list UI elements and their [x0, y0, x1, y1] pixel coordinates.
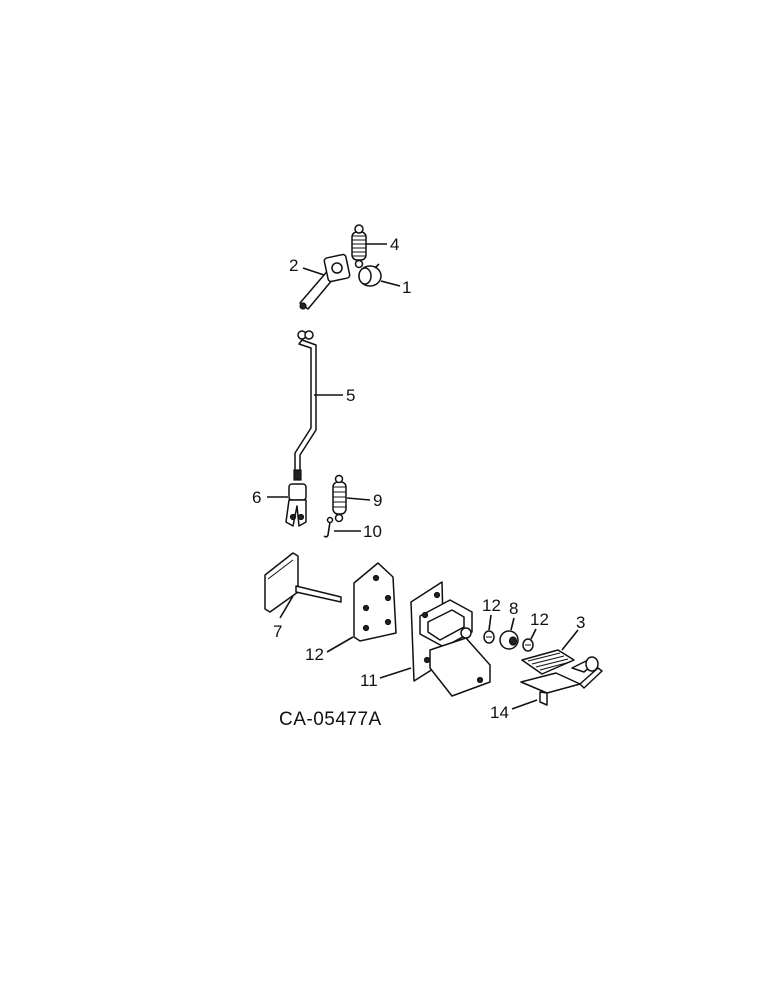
callout-12a: 12 [482, 596, 501, 615]
part-14-pedal-arm [520, 667, 603, 706]
part-13-plate [353, 562, 397, 642]
part-9-spring [332, 474, 347, 523]
callout-1: 1 [402, 278, 411, 297]
callout-9: 9 [373, 491, 382, 510]
drawing-id: CA-05477A [279, 709, 382, 730]
part-2-shaft [299, 253, 351, 310]
callout-8: 8 [509, 599, 518, 618]
callout-12b: 12 [530, 610, 549, 629]
part-10-pin [323, 516, 334, 538]
part-12b-bushing [522, 638, 534, 652]
part-6-clevis [285, 483, 307, 527]
leader-lines [267, 243, 579, 710]
callout-3: 3 [576, 613, 585, 632]
callout-10: 10 [363, 522, 382, 541]
part-3-pedal-pad [521, 649, 599, 675]
callout-4: 4 [390, 235, 399, 254]
callout-13: 12 [305, 645, 324, 664]
part-4-spring [351, 224, 367, 269]
callout-labels: 4 2 1 5 6 9 10 7 12 11 12 8 12 3 14 [252, 235, 585, 722]
callout-2: 2 [289, 256, 298, 275]
callout-6: 6 [252, 488, 261, 507]
callout-11: 11 [360, 671, 378, 690]
part-7-pedal-shaft [264, 552, 342, 613]
callout-14: 14 [490, 703, 509, 722]
part-12a-bushing [483, 630, 495, 644]
part-11-bracket [410, 581, 491, 697]
callout-7: 7 [273, 622, 282, 641]
part-8-bushing [499, 630, 519, 650]
part-1-bushing [358, 263, 382, 287]
callout-5: 5 [346, 386, 355, 405]
part-5-rod [293, 330, 317, 481]
